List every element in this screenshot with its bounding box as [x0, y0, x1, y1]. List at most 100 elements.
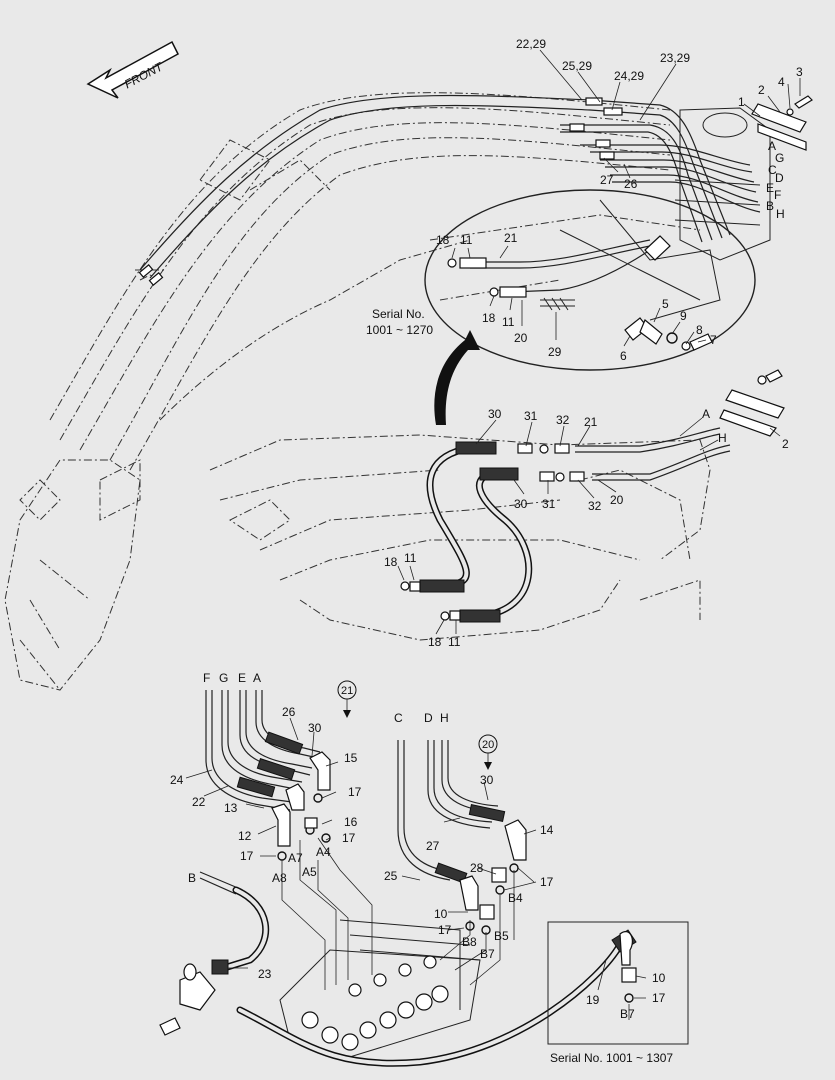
callout-26-low: 26 — [282, 705, 296, 719]
callout-2-top: 2 — [758, 83, 765, 97]
callout-32-mid: 32 — [556, 413, 570, 427]
port-label-h-low: H — [440, 711, 449, 725]
turntable-body — [674, 107, 771, 261]
callout-30-mid: 30 — [488, 407, 502, 421]
serial-box — [547, 921, 689, 1045]
port-label-a8: A8 — [272, 871, 287, 885]
port-label-a7: A7 — [288, 851, 303, 865]
port-label-e-low: E — [238, 671, 246, 685]
port-label-e-top: E — [766, 181, 774, 195]
callout-18-detail: 18 — [436, 233, 450, 247]
boom-outline — [4, 92, 671, 691]
callout-2-mid: 2 — [782, 437, 789, 451]
callout-6: 6 — [620, 349, 627, 363]
callout-17-e: 17 — [438, 923, 452, 937]
callout-30-low-b: 30 — [480, 773, 494, 787]
port-label-b4: B4 — [508, 891, 523, 905]
hose-19 — [236, 929, 637, 1067]
port-label-d-low: D — [424, 711, 433, 725]
callout-14: 14 — [540, 823, 554, 837]
callout-4-top: 4 — [778, 75, 785, 89]
port-label-b8: B8 — [462, 935, 477, 949]
port-label-h-top: H — [776, 207, 785, 221]
lower-tube-group-left — [205, 690, 331, 861]
callout-17-d: 17 — [540, 875, 554, 889]
port-label-g-top: G — [775, 151, 784, 165]
callout-30-mid-b: 30 — [514, 497, 528, 511]
callout-25-29: 25,29 — [562, 59, 592, 73]
hose-b — [159, 871, 270, 1036]
clamp-assembly-middle — [719, 369, 785, 437]
svg-text:1001 ~ 1270: 1001 ~ 1270 — [366, 323, 433, 337]
callout-18-detail-b: 18 — [482, 311, 496, 325]
callout-29-detail: 29 — [548, 345, 562, 359]
port-label-a-mid: A — [702, 407, 710, 421]
callout-24: 24 — [170, 773, 184, 787]
port-label-b7-a: B7 — [480, 947, 495, 961]
callout-7: 7 — [710, 333, 717, 347]
port-label-b-top: B — [766, 199, 774, 213]
callout-23-29: 23,29 — [660, 51, 690, 65]
callout-22: 22 — [192, 795, 206, 809]
upper-tube-bundle — [138, 94, 761, 287]
callout-27-top: 27 — [600, 173, 614, 187]
callout-17-box: 17 — [652, 991, 666, 1005]
callout-13: 13 — [224, 801, 238, 815]
callout-11-mid-a: 11 — [404, 551, 417, 565]
svg-text:21: 21 — [341, 685, 353, 697]
port-label-b7-box: B7 — [620, 1007, 635, 1021]
callout-27-low: 27 — [426, 839, 440, 853]
serial-box-parts — [621, 967, 637, 1020]
callout-28: 28 — [470, 861, 484, 875]
serial-note-top: Serial No. 1001 ~ 1270 — [366, 307, 433, 337]
clamp-assembly-top — [751, 95, 813, 151]
port-label-a-low: A — [253, 671, 261, 685]
callout-leaders — [185, 49, 801, 999]
callout-31-mid-b: 31 — [542, 497, 556, 511]
port-label-a5: A5 — [302, 865, 317, 879]
callout-5: 5 — [662, 297, 669, 311]
callout-16: 16 — [344, 815, 358, 829]
detail-pointer-arrow — [434, 330, 480, 425]
port-label-a-top: A — [768, 139, 776, 153]
circled-callout-21: 21 — [337, 680, 357, 718]
part-callout-labels: 22,29 25,29 24,29 23,29 1 2 4 3 A G C D … — [170, 37, 803, 1021]
callout-8: 8 — [696, 323, 703, 337]
lower-tube-group-right — [397, 740, 527, 935]
port-label-f-top: F — [774, 188, 781, 202]
port-label-b-low: B — [188, 871, 196, 885]
callout-30-low: 30 — [308, 721, 322, 735]
callout-10-box: 10 — [652, 971, 666, 985]
callout-17-b: 17 — [342, 831, 356, 845]
middle-arm — [209, 434, 711, 641]
callout-21-mid: 21 — [584, 415, 598, 429]
port-label-c-top: C — [768, 163, 777, 177]
serial-note-bottom: Serial No. 1001 ~ 1307 — [550, 1051, 673, 1065]
callout-3-top: 3 — [796, 65, 803, 79]
callout-22-29: 22,29 — [516, 37, 546, 51]
callout-11-detail: 11 — [460, 233, 473, 247]
svg-text:20: 20 — [482, 739, 494, 751]
callout-11-mid-b: 11 — [448, 635, 461, 649]
callout-20-detail: 20 — [514, 331, 528, 345]
callout-1-top: 1 — [738, 95, 745, 109]
callout-26-top: 26 — [624, 177, 638, 191]
detail-circle — [424, 189, 756, 371]
callout-32-mid-b: 32 — [588, 499, 602, 513]
port-label-c-low: C — [394, 711, 403, 725]
callout-9: 9 — [680, 309, 687, 323]
circled-callout-20: 20 — [478, 734, 498, 770]
callout-31-mid: 31 — [524, 409, 538, 423]
port-label-f-low: F — [203, 671, 210, 685]
callout-10-low: 10 — [434, 907, 448, 921]
callout-19: 19 — [586, 993, 600, 1007]
callout-18-mid-a: 18 — [384, 555, 398, 569]
callout-24-29: 24,29 — [614, 69, 644, 83]
port-label-d-top: D — [775, 171, 784, 185]
callout-25: 25 — [384, 869, 398, 883]
callout-20-mid: 20 — [610, 493, 624, 507]
callout-21-detail: 21 — [504, 231, 518, 245]
port-label-g-low: G — [219, 671, 228, 685]
callout-17-a: 17 — [348, 785, 362, 799]
